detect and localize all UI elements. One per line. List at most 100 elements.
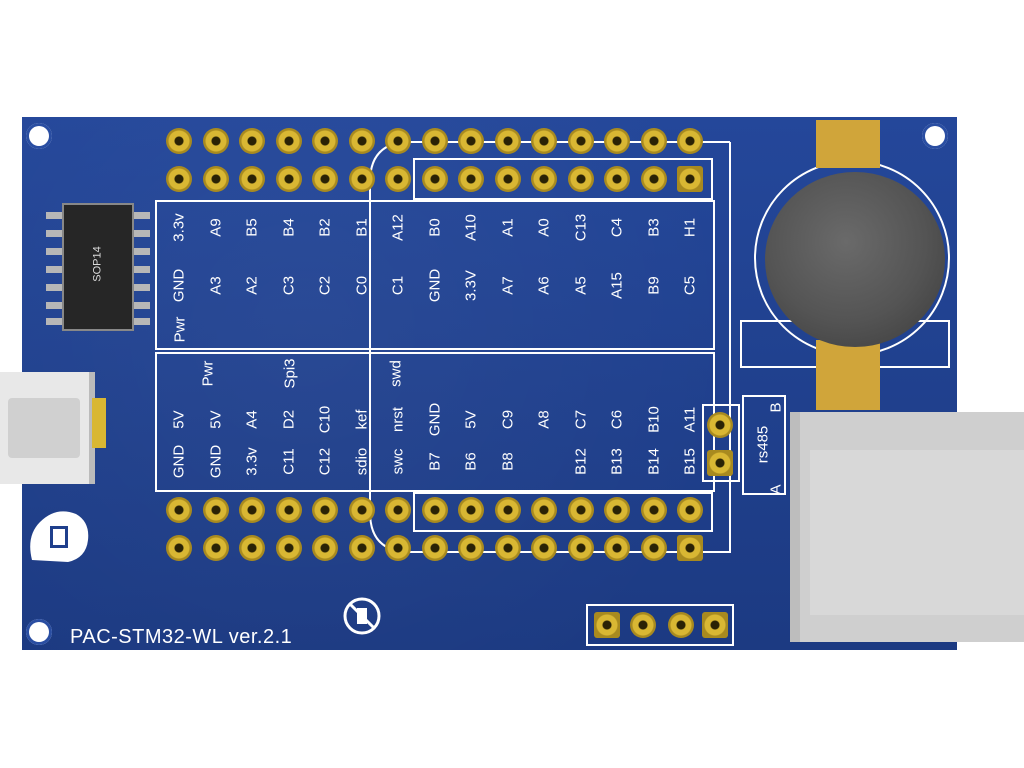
header-pin <box>531 128 557 154</box>
header-pin <box>202 497 229 523</box>
header-pin <box>239 497 265 523</box>
pin-label: A3 <box>207 276 224 295</box>
pin-label: 3.3V <box>462 270 480 301</box>
ic-leg <box>134 302 150 309</box>
ic-leg <box>46 248 62 255</box>
header-pin <box>202 535 229 561</box>
pin-label: B2 <box>316 218 334 237</box>
header-pin <box>348 535 375 561</box>
ic-leg <box>134 318 150 325</box>
pin-label: C6 <box>608 409 626 430</box>
header-pin <box>312 128 338 154</box>
pin-label: B3 <box>645 218 662 237</box>
header-pin <box>494 166 521 192</box>
header-pin <box>640 166 667 192</box>
ic-leg <box>46 212 62 219</box>
pin-label: 3.3v <box>170 213 188 242</box>
pin-label: A1 <box>499 218 516 237</box>
usb-pins <box>92 398 106 448</box>
pin-label: C11 <box>280 448 297 475</box>
pin-label: 3.3v <box>243 447 261 476</box>
pin-label: GND <box>207 444 224 479</box>
header-pin <box>567 128 594 154</box>
header-pin <box>275 535 302 561</box>
pin-label: B12 <box>572 448 589 475</box>
misc-label: Spi3 <box>281 358 299 389</box>
pin-label: B5 <box>243 218 261 237</box>
pin-label: 5V <box>170 410 188 429</box>
misc-label: Pwr <box>171 316 189 343</box>
ic-leg <box>134 248 150 255</box>
pin-label: B6 <box>462 452 480 471</box>
rs485-box <box>742 395 786 495</box>
pin-label: C0 <box>353 275 370 296</box>
mounting-hole <box>922 123 948 149</box>
header-pin <box>677 535 703 561</box>
header-pin <box>312 497 338 523</box>
header-pin <box>458 128 484 154</box>
header-pin <box>604 497 630 523</box>
header-pin <box>385 128 411 154</box>
pin-label: B7 <box>426 452 443 471</box>
small-header-pin <box>594 612 620 638</box>
pin-label: A9 <box>207 218 224 237</box>
header-pin <box>348 128 375 154</box>
misc-label: B <box>767 402 785 413</box>
ic-leg <box>134 230 150 237</box>
pin-label: swc <box>389 448 407 475</box>
header-pin <box>239 128 265 154</box>
usb-port <box>8 398 80 458</box>
pin-label: kef <box>353 409 370 430</box>
header-pin <box>677 128 703 154</box>
pin-label: C5 <box>681 275 699 296</box>
pin-label: A10 <box>462 214 480 241</box>
pin-label: C10 <box>316 405 334 434</box>
header-pin <box>348 166 375 192</box>
header-outline-bottom <box>413 492 713 532</box>
pin-label: B8 <box>499 452 516 471</box>
misc-label: swd <box>387 360 405 387</box>
pin-label: B9 <box>645 276 662 295</box>
header-pin <box>166 497 192 523</box>
battery-contact <box>816 120 880 168</box>
pin-label: C4 <box>608 217 626 238</box>
header-pin <box>677 166 703 192</box>
pin-label: A0 <box>535 218 553 237</box>
pin-label: nrst <box>389 407 407 433</box>
ic-leg <box>46 284 62 291</box>
misc-label: A <box>767 484 785 495</box>
header-pin <box>421 535 448 561</box>
pin-label: C3 <box>280 275 297 296</box>
header-pin <box>640 497 667 523</box>
header-pin <box>166 535 192 561</box>
pin-label: sdio <box>353 447 370 476</box>
lead-free-icon <box>343 597 381 635</box>
header-pin <box>312 166 338 192</box>
header-pin <box>604 128 630 154</box>
header-pin <box>166 166 192 192</box>
pin-label: A15 <box>608 272 626 299</box>
header-pin <box>567 166 594 192</box>
mounting-hole <box>26 619 52 645</box>
header-pin <box>385 166 411 192</box>
pin-label: A6 <box>535 276 553 295</box>
header-pin <box>202 166 229 192</box>
silk-trace <box>369 141 731 553</box>
small-header-pin <box>630 612 656 638</box>
header-pin <box>567 535 594 561</box>
header-pin <box>239 535 265 561</box>
header-pin <box>494 497 521 523</box>
battery-contact <box>816 340 880 410</box>
header-pin <box>494 535 521 561</box>
brand-logo <box>30 511 89 562</box>
ic-leg <box>46 302 62 309</box>
misc-label: Pwr <box>199 360 217 387</box>
header-pin <box>421 128 448 154</box>
ic-chip <box>62 203 134 331</box>
pin-label: D2 <box>280 409 297 430</box>
small-header-pin <box>702 612 728 638</box>
header-pin <box>421 166 448 192</box>
header-pin <box>531 497 557 523</box>
ic-leg <box>46 266 62 273</box>
pin-label: A2 <box>243 276 261 295</box>
